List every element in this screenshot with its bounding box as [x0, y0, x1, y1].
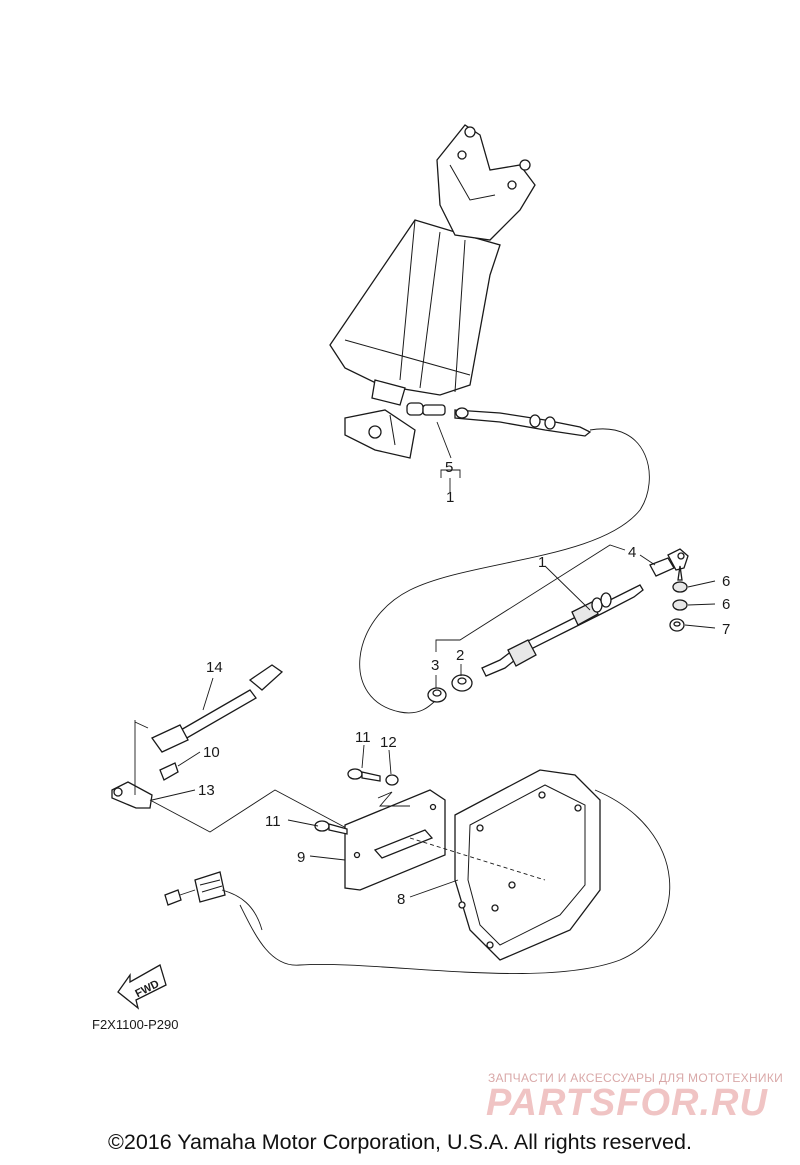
callout-8: 8	[397, 891, 405, 908]
callout-2: 2	[456, 647, 464, 664]
callout-3: 3	[431, 657, 439, 674]
callout-1-top: 1	[446, 489, 454, 506]
callout-labels: 5 1 1 4 6 6 7 3 2 14 10 13 11 12 11 9 8	[198, 459, 730, 908]
wire-harness	[164, 871, 263, 931]
callout-4: 4	[628, 544, 636, 561]
callout-9: 9	[297, 849, 305, 866]
bolts-and-washers	[314, 768, 410, 835]
callout-10: 10	[203, 744, 220, 761]
callout-5: 5	[445, 459, 453, 476]
meter-housing	[454, 769, 601, 961]
callout-7: 7	[722, 621, 730, 638]
callout-12: 12	[380, 734, 397, 751]
jet-pump-housing	[329, 124, 536, 459]
watermark-tagline: ЗАПЧАСТИ И АКСЕССУАРЫ ДЛЯ МОТОТЕХНИКИ	[488, 1071, 784, 1085]
harness-route-line	[239, 789, 671, 974]
watermark-brand: PARTSFOR.RU	[486, 1082, 768, 1124]
callout-11a: 11	[355, 729, 371, 746]
copyright-notice: ©2016 Yamaha Motor Corporation, U.S.A. A…	[108, 1130, 692, 1154]
cable-joint-assembly	[406, 402, 592, 437]
cable-route-line	[359, 428, 650, 714]
steering-cable-assembly	[427, 548, 689, 703]
callout-13: 13	[198, 782, 215, 799]
fwd-arrow: FWD	[117, 964, 167, 1010]
callout-1-mid: 1	[538, 554, 546, 571]
guide-line-left	[134, 720, 351, 833]
alignment-line	[409, 837, 546, 881]
mounting-plate	[344, 789, 446, 891]
diagram-code: F2X1100-P290	[92, 1017, 179, 1032]
callout-11b: 11	[265, 813, 281, 830]
callout-6a: 6	[722, 573, 730, 590]
callout-6b: 6	[722, 596, 730, 613]
callout-14: 14	[206, 659, 223, 676]
leader-lines	[151, 421, 716, 898]
link-rod-assembly	[111, 664, 284, 809]
